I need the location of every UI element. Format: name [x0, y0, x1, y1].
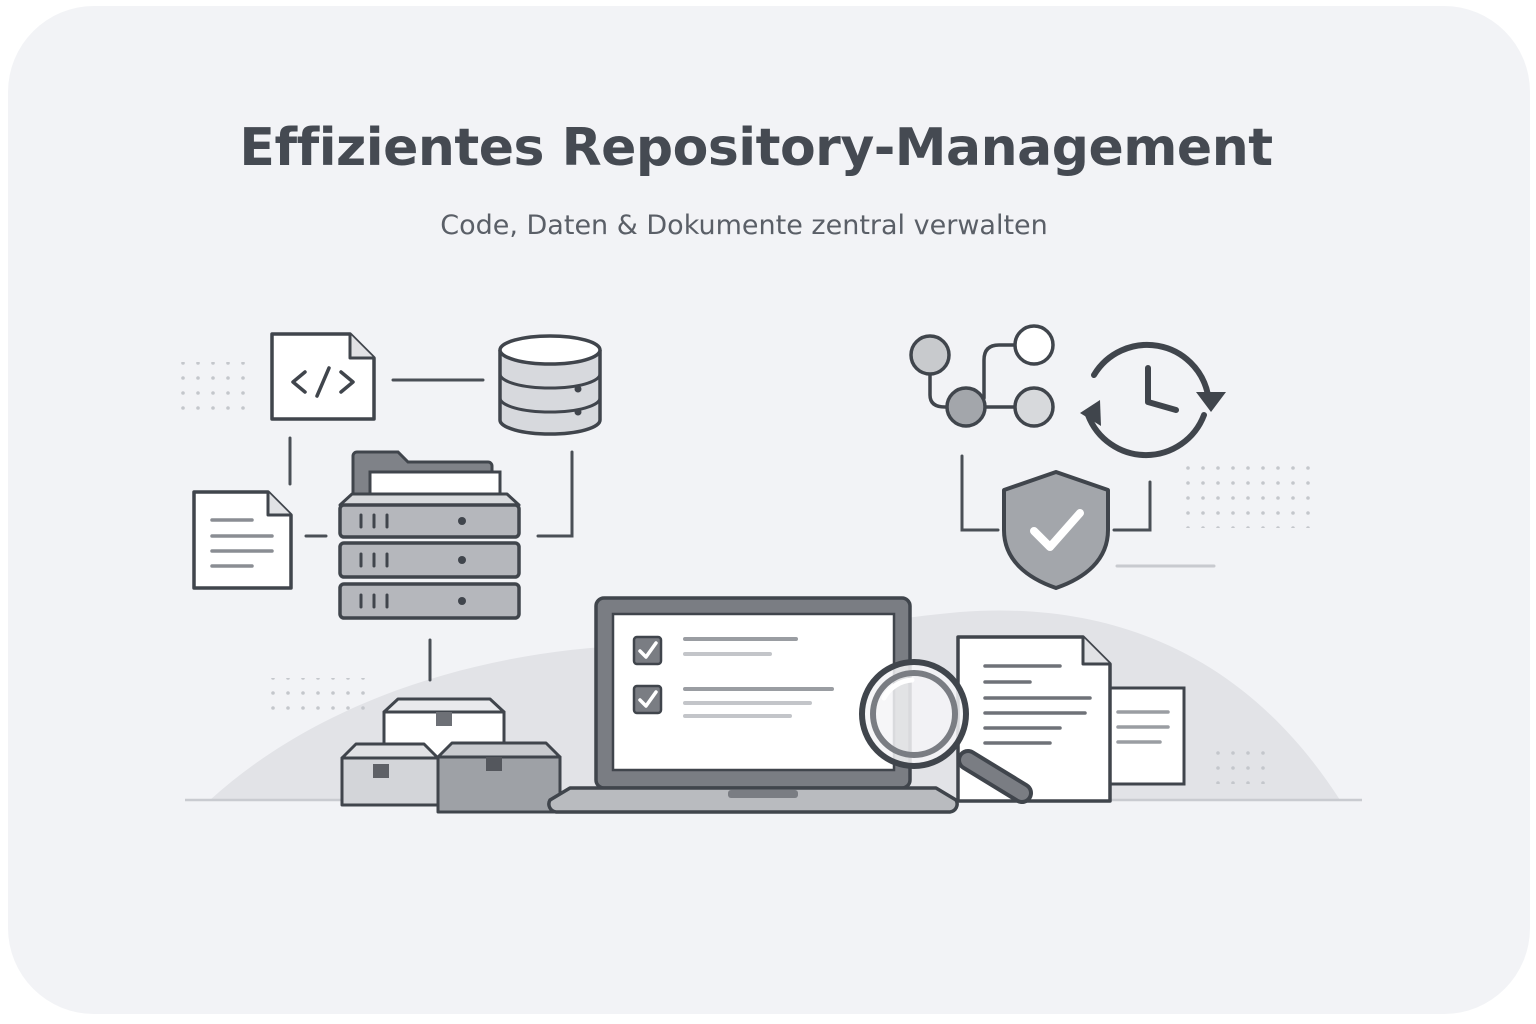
boxes-icon	[340, 697, 562, 814]
connector-lines-right	[960, 454, 1216, 568]
connector-lines-left	[288, 378, 574, 682]
magnifier-icon	[859, 659, 1033, 804]
document-icon	[192, 490, 293, 590]
checklist-icon	[632, 635, 834, 718]
code-file-icon	[270, 332, 376, 421]
security-shield-icon	[1002, 470, 1110, 590]
page-subtitle: Code, Daten & Dokumente zentral verwalte…	[440, 210, 1048, 241]
dot-grid-decoration	[175, 362, 1311, 784]
report-document-icon	[956, 635, 1186, 803]
laptop-icon	[547, 596, 959, 814]
database-icon	[498, 334, 602, 436]
history-clock-icon	[1080, 341, 1226, 459]
server-stack-icon	[338, 492, 521, 620]
page-title: Effizientes Repository-Management	[239, 118, 1273, 178]
git-branch-icon	[909, 324, 1055, 428]
